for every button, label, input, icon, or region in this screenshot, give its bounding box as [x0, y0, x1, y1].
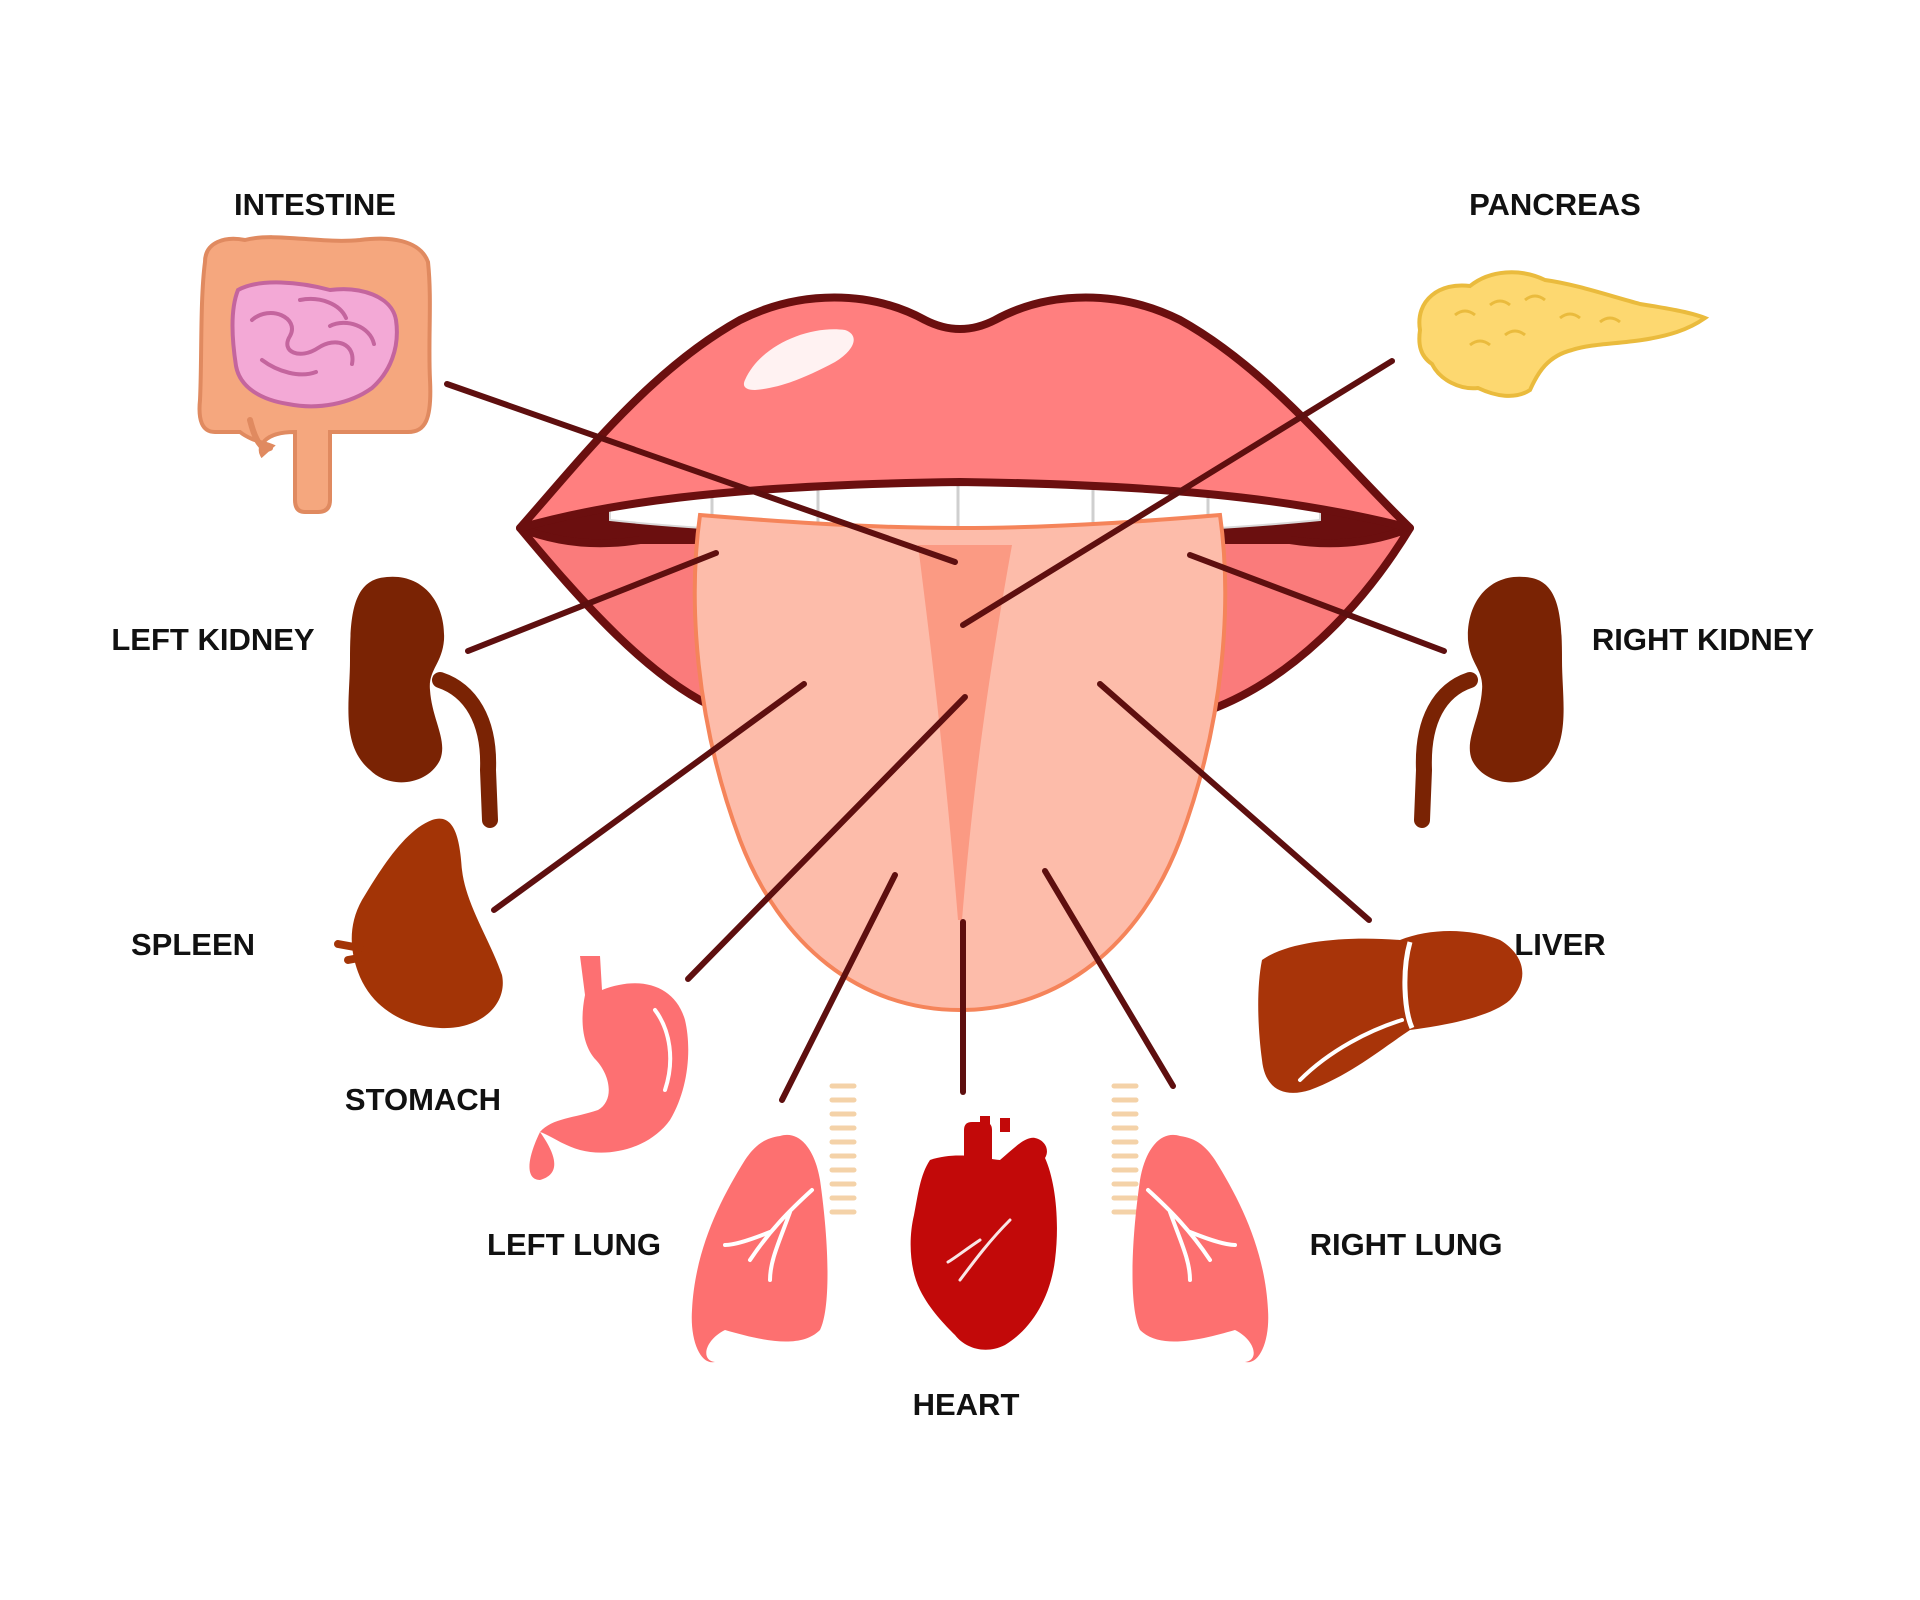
spleen-connector — [491, 681, 807, 913]
appendix — [247, 417, 273, 452]
upper-lip — [516, 293, 1414, 532]
right-kidney-icon — [1414, 576, 1564, 828]
spleen-body — [351, 818, 503, 1029]
liver-icon — [1258, 931, 1523, 1093]
stomach-icon — [529, 956, 689, 1180]
right-lung-bronchi — [1146, 1188, 1237, 1282]
label-right-lung: RIGHT LUNG — [1310, 1227, 1503, 1262]
label-liver: LIVER — [1514, 927, 1605, 962]
right-ureter — [1414, 672, 1478, 828]
lip-highlight — [743, 329, 854, 390]
liver-lobe-divide — [1402, 941, 1415, 1030]
label-left-lung: LEFT LUNG — [487, 1227, 661, 1262]
right-lung-icon — [1132, 1134, 1269, 1363]
left-kidney-body — [348, 576, 445, 783]
label-heart: HEART — [913, 1387, 1020, 1422]
label-spleen: SPLEEN — [131, 927, 255, 962]
label-pancreas: PANCREAS — [1469, 187, 1641, 222]
label-right-kidney: RIGHT KIDNEY — [1592, 622, 1815, 657]
liver-highlight — [1298, 1018, 1404, 1082]
right-kidney-connector — [1187, 552, 1447, 654]
small-intestine-coils — [250, 297, 376, 377]
heart-vessel-right — [1000, 1118, 1010, 1132]
left-kidney-icon — [348, 576, 498, 828]
spleen-icon — [334, 818, 503, 1029]
stomach-connector — [685, 694, 968, 982]
left-ureter — [432, 672, 498, 828]
intestine-connector — [444, 381, 958, 565]
connector-lines — [444, 358, 1447, 1103]
left-lung-connector — [779, 872, 898, 1103]
trachea-rings-right — [1111, 1083, 1139, 1215]
left-lung-icon — [691, 1134, 828, 1363]
heart-icon — [910, 1116, 1057, 1350]
label-intestine: INTESTINE — [234, 187, 396, 222]
right-lung-connector — [1042, 868, 1176, 1089]
mouth — [516, 293, 1414, 1013]
heart-vessel-left — [980, 1116, 990, 1132]
pancreas-body — [1417, 270, 1710, 398]
label-left-kidney: LEFT KIDNEY — [111, 622, 315, 657]
intestine-icon — [197, 235, 433, 514]
organ-labels: INTESTINE PANCREAS LEFT KIDNEY RIGHT KID… — [111, 187, 1814, 1422]
stomach-body — [529, 956, 689, 1180]
left-lung-bronchi — [723, 1188, 814, 1282]
heart-body — [910, 1137, 1057, 1350]
tongue-groove — [918, 545, 1012, 920]
tongue — [692, 512, 1228, 1013]
spleen-hilum — [334, 940, 374, 964]
left-kidney-connector — [465, 550, 719, 654]
liver-connector — [1097, 681, 1372, 923]
pancreas-connector — [960, 358, 1395, 628]
stomach-highlight — [653, 1008, 673, 1092]
right-kidney-body — [1467, 576, 1564, 783]
pancreas-icon — [1417, 270, 1710, 398]
heart-coronary — [946, 1218, 1012, 1282]
label-stomach: STOMACH — [345, 1082, 501, 1117]
pancreas-texture — [1454, 294, 1621, 347]
liver-body — [1258, 931, 1523, 1093]
trachea-rings-left — [829, 1083, 857, 1215]
